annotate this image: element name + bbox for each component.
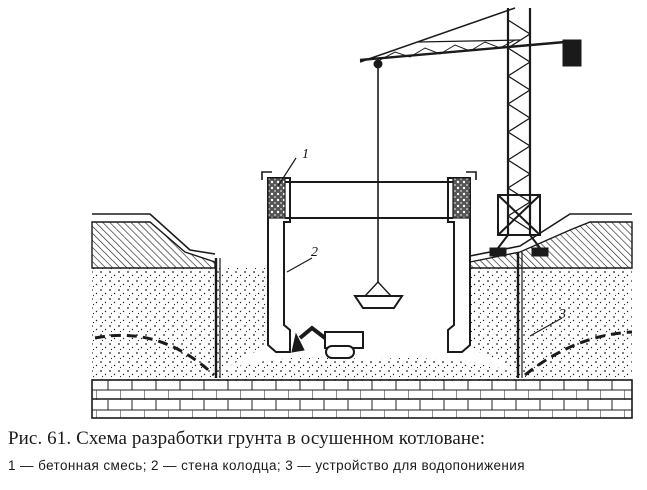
figure-caption-title: Рис. 61. Схема разработки грунта в осуше… <box>8 428 486 449</box>
top-layer-left <box>92 213 216 255</box>
excavator-icon <box>291 325 364 359</box>
water-depression-left <box>94 333 216 377</box>
figure-caption-legend: 1 — бетонная смесь; 2 — стена колодца; 3… <box>8 458 525 473</box>
formwork-hooks <box>261 171 477 180</box>
soil-under-right <box>470 268 530 378</box>
water-depression-right <box>524 330 633 377</box>
concrete-bucket <box>353 295 404 309</box>
callout-2-leader <box>286 257 313 273</box>
concrete-mix-right <box>452 177 471 219</box>
concrete-mix-left <box>267 177 286 219</box>
well-wall-right <box>447 177 471 353</box>
excavation-diagram: 1 2 3 <box>91 7 633 419</box>
top-fill-right <box>469 221 633 269</box>
callout-3-leader <box>529 317 563 337</box>
bucket-sling <box>364 280 392 297</box>
pit-bottom-sand <box>215 356 530 382</box>
callout-2-label: 2 <box>311 245 318 260</box>
top-fill-left <box>91 221 216 269</box>
callout-1-leader <box>277 157 297 187</box>
callout-1-label: 1 <box>302 147 309 162</box>
tower-crane <box>359 7 582 257</box>
soil-under-left <box>215 268 268 375</box>
soil-right <box>530 268 632 380</box>
callout-3-label: 3 <box>558 307 566 322</box>
soil-left <box>92 268 215 380</box>
well-wall-left <box>267 177 291 353</box>
